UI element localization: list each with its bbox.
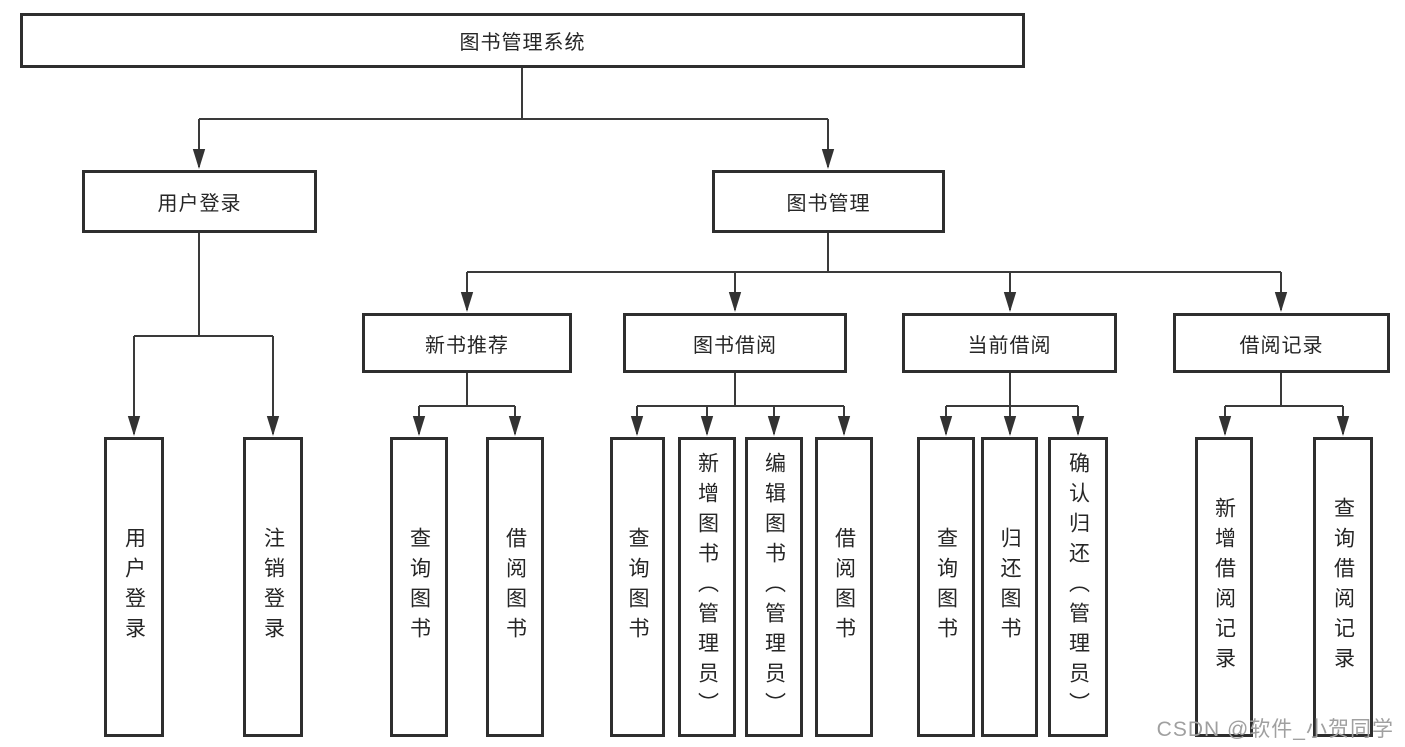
leaf-borrowing-add-books-admin-label: 新增图书（管理员） [695,452,719,722]
node-new-book-recommendation: 新书推荐 [362,313,572,373]
leaf-newrec-borrow-books: 借阅图书 [486,437,544,737]
node-book-management: 图书管理 [712,170,945,233]
leaf-borrowing-edit-books-admin-label: 编辑图书（管理员） [762,452,786,722]
node-current-borrowing-label: 当前借阅 [967,334,1052,357]
leaf-borrowing-borrow-books: 借阅图书 [815,437,873,737]
node-library-system-label: 图书管理系统 [459,32,586,54]
leaf-records-query-record-label: 查询借阅记录 [1331,497,1355,677]
leaf-borrowing-add-books-admin: 新增图书（管理员） [678,437,736,737]
leaf-borrowing-edit-books-admin: 编辑图书（管理员） [745,437,803,737]
node-borrowing-records-label: 借阅记录 [1239,334,1324,357]
node-book-borrowing: 图书借阅 [623,313,847,373]
node-book-management-label: 图书管理 [786,193,871,215]
leaf-current-return-books: 归还图书 [981,437,1038,737]
leaf-current-return-books-label: 归还图书 [998,527,1021,647]
leaf-current-query-books: 查询图书 [917,437,975,737]
leaf-borrowing-borrow-books-label: 借阅图书 [832,527,856,647]
leaf-newrec-borrow-books-label: 借阅图书 [503,527,527,647]
leaf-records-query-record: 查询借阅记录 [1313,437,1373,737]
leaf-logout: 注销登录 [243,437,303,737]
leaf-records-add-record: 新增借阅记录 [1195,437,1253,737]
leaf-current-confirm-return-admin-label: 确认归还（管理员） [1066,452,1090,722]
node-book-borrowing-label: 图书借阅 [693,334,777,357]
leaf-newrec-query-books-label: 查询图书 [407,527,431,647]
leaf-current-query-books-label: 查询图书 [934,527,958,647]
node-borrowing-records: 借阅记录 [1173,313,1390,373]
leaf-user-login: 用户登录 [104,437,164,737]
csdn-watermark: CSDN @软件_小贺同学 [1156,718,1394,741]
node-user-login-label: 用户登录 [157,193,242,215]
leaf-borrowing-query-books-label: 查询图书 [626,527,649,647]
node-library-system: 图书管理系统 [20,13,1025,68]
leaf-newrec-query-books: 查询图书 [390,437,448,737]
leaf-borrowing-query-books: 查询图书 [610,437,665,737]
node-user-login: 用户登录 [82,170,317,233]
leaf-user-login-label: 用户登录 [122,527,146,647]
leaf-records-add-record-label: 新增借阅记录 [1212,497,1236,677]
node-new-book-recommendation-label: 新书推荐 [425,334,509,357]
node-current-borrowing: 当前借阅 [902,313,1117,373]
leaf-logout-label: 注销登录 [261,527,285,647]
leaf-current-confirm-return-admin: 确认归还（管理员） [1048,437,1108,737]
